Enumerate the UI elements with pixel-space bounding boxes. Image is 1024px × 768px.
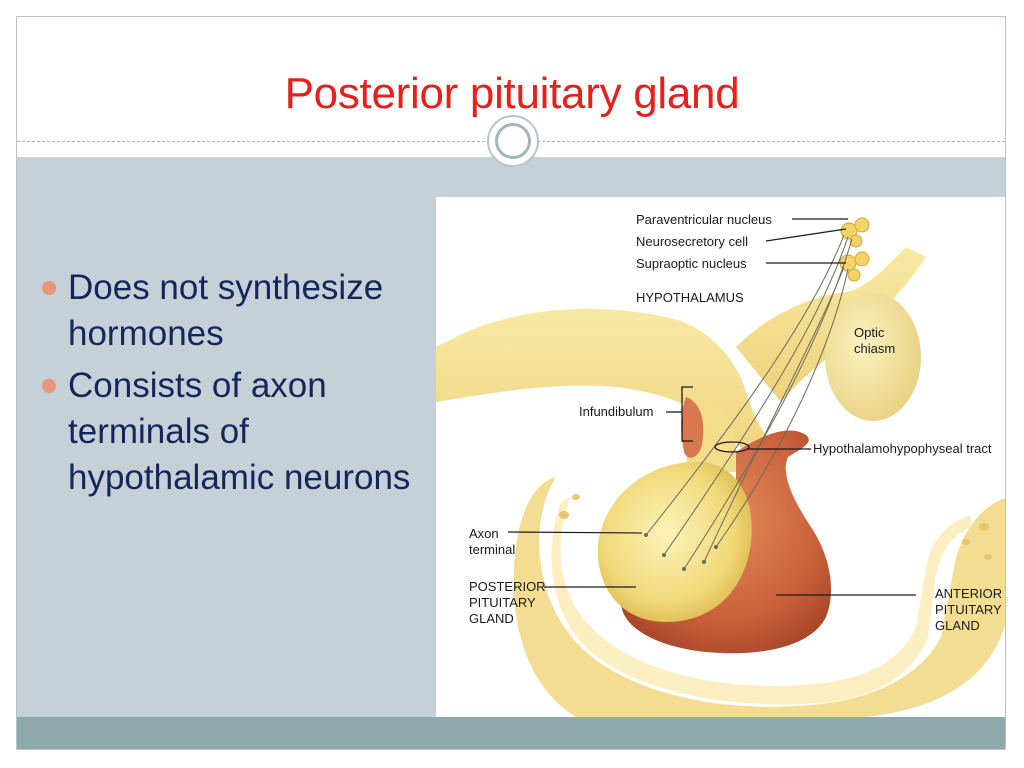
footer-band (17, 717, 1005, 749)
label-supraoptic-nucleus: Supraoptic nucleus (636, 256, 747, 271)
infundibulum-bracket (681, 386, 693, 442)
divider-ring-ornament (487, 115, 539, 167)
bullet-marker (42, 281, 56, 295)
label-optic-chiasm-line1: Optic (854, 325, 885, 340)
label-anterior-line2: PITUITARY (935, 602, 1002, 617)
pars-tuberalis (681, 397, 704, 458)
bullet-item: Does not synthesize hormones (39, 265, 439, 357)
axon-terminal-dots (644, 533, 718, 571)
bullet-list: Does not synthesize hormones Consists of… (39, 265, 439, 507)
label-anterior-line3: GLAND (935, 618, 980, 633)
slide-title: Posterior pituitary gland (284, 69, 740, 118)
hypothalamohypophyseal-axons (645, 234, 853, 570)
bullet-text: Does not synthesize hormones (68, 268, 384, 353)
label-posterior-line1: POSTERIOR (469, 579, 546, 594)
label-tract: Hypothalamohypophyseal tract (813, 441, 992, 456)
bullet-item: Consists of axon terminals of hypothalam… (39, 363, 439, 501)
label-neurosecretory-cell: Neurosecretory cell (636, 234, 748, 249)
label-hypothalamus: HYPOTHALAMUS (636, 290, 744, 305)
leader-lines (507, 218, 916, 596)
supraoptic-nucleus-cells (839, 251, 870, 282)
paraventricular-nucleus-cells (840, 217, 870, 248)
label-axon-terminal-line2: terminal (469, 542, 515, 557)
divider-ring-inner (495, 123, 531, 159)
hypothalamus-tissue (436, 308, 781, 477)
label-posterior-line2: PITUITARY (469, 595, 536, 610)
slide: Posterior pituitary gland Does not synth… (16, 16, 1006, 750)
hypothalamus-upper (736, 247, 926, 402)
sella-turcica-bone (513, 477, 1005, 717)
bullet-marker (42, 379, 56, 393)
pituitary-illustration: Paraventricular nucleus Neurosecretory c… (436, 212, 1005, 717)
label-axon-terminal-line1: Axon (469, 526, 499, 541)
label-paraventricular-nucleus: Paraventricular nucleus (636, 212, 772, 227)
bullet-text: Consists of axon terminals of hypothalam… (68, 366, 411, 497)
label-infundibulum: Infundibulum (579, 404, 653, 419)
pituitary-diagram: Paraventricular nucleus Neurosecretory c… (436, 197, 1005, 717)
label-posterior-line3: GLAND (469, 611, 514, 626)
label-optic-chiasm-line2: chiasm (854, 341, 895, 356)
posterior-pituitary-shape (597, 461, 752, 622)
tract-marker (714, 441, 750, 453)
label-anterior-line1: ANTERIOR (935, 586, 1002, 601)
optic-chiasm (825, 293, 921, 421)
